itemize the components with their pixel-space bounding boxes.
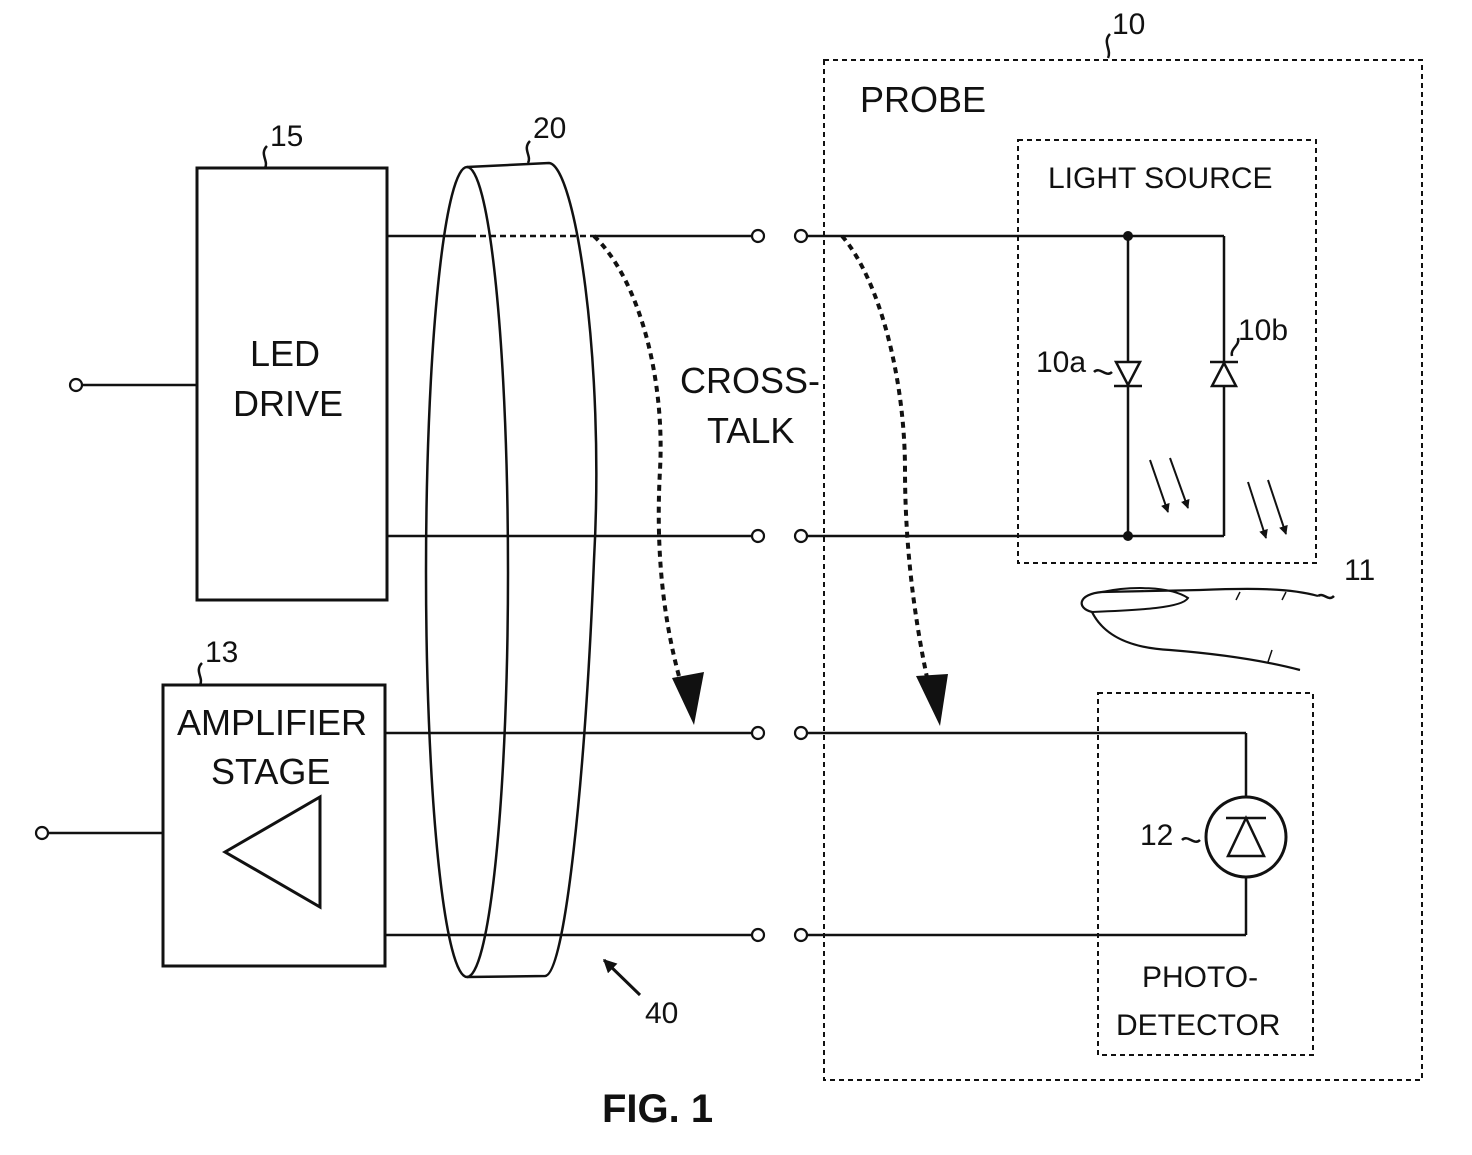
led-drive-label-line2: DRIVE — [233, 383, 343, 424]
cable-ref-leader — [527, 141, 530, 163]
photodiode-icon — [1206, 797, 1286, 877]
crosstalk-label-line2: TALK — [707, 410, 794, 451]
crosstalk-arrow-right — [842, 236, 932, 700]
led-drive-label-line1: LED — [250, 333, 320, 374]
cable-arrow-ref: 40 — [645, 997, 678, 1030]
photodiode-ref-leader — [1182, 838, 1200, 841]
amplifier-ref: 13 — [205, 636, 238, 669]
led-10a-icon — [1114, 362, 1142, 386]
cable-arrow — [604, 960, 640, 995]
light-emission-arrows — [1150, 458, 1286, 538]
photodiode-ref: 12 — [1140, 819, 1173, 852]
led-drive-input-terminal — [70, 379, 82, 391]
figure-caption: FIG. 1 — [602, 1087, 713, 1131]
cable-ref: 20 — [533, 112, 566, 145]
photodetector-label-line1: PHOTO- — [1142, 961, 1258, 994]
led-10b-ref: 10b — [1238, 314, 1288, 347]
connector-terminals — [752, 230, 807, 941]
amplifier-ref-leader — [199, 663, 202, 685]
led-drive-ref: 15 — [270, 120, 303, 153]
probe-ref: 10 — [1112, 8, 1145, 41]
photodetector-label-line2: DETECTOR — [1116, 1009, 1280, 1042]
probe-label: PROBE — [860, 79, 986, 120]
led-10b-icon — [1210, 362, 1238, 386]
photodetector-box — [1098, 693, 1313, 1055]
led-10a-ref-leader — [1094, 370, 1112, 373]
led-10a-ref: 10a — [1036, 346, 1086, 379]
finger-ref-leader — [1318, 595, 1334, 598]
finger-icon — [1082, 588, 1318, 670]
probe-box — [824, 60, 1422, 1080]
amplifier-output-terminal — [36, 827, 48, 839]
led-drive-ref-leader — [264, 146, 267, 168]
light-source-label: LIGHT SOURCE — [1048, 162, 1273, 195]
probe-ref-leader — [1107, 34, 1110, 58]
crosstalk-label-line1: CROSS- — [680, 360, 820, 401]
cable-bundle — [426, 163, 596, 977]
amplifier-label-line1: AMPLIFIER — [177, 702, 367, 743]
crosstalk-arrow-left — [594, 236, 690, 712]
amplifier-label-line2: STAGE — [211, 751, 330, 792]
finger-ref: 11 — [1344, 554, 1375, 587]
